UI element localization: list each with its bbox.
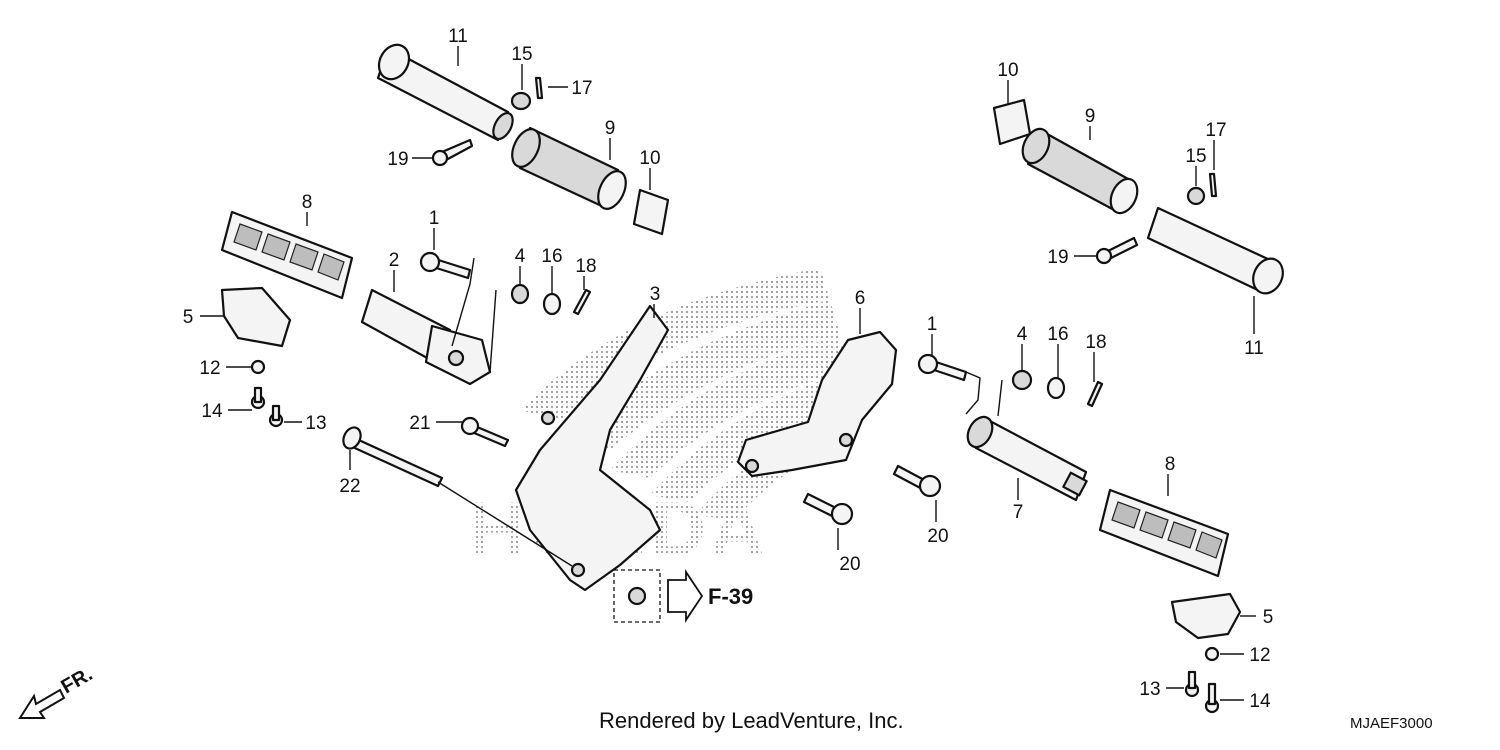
callout-4-right: 4 — [1017, 324, 1028, 345]
leader-lines — [200, 46, 1256, 701]
bolt-13-left — [268, 404, 284, 428]
bolt-14-right — [1204, 682, 1220, 714]
callout-8-left: 8 — [302, 192, 313, 213]
plate-10-right — [992, 98, 1032, 146]
callout-5-right: 5 — [1263, 607, 1274, 628]
callout-16-left: 16 — [541, 246, 562, 267]
footpeg-rubber-9-left — [511, 126, 627, 210]
step-2-left — [360, 288, 492, 386]
bolt-20-upper — [892, 464, 942, 498]
bolt-14-left — [250, 386, 266, 410]
callout-1-right: 1 — [927, 314, 938, 335]
nut-12-right — [1204, 646, 1220, 662]
callout-19-right: 19 — [1047, 247, 1068, 268]
callout-18-left: 18 — [575, 256, 596, 277]
callout-12-left: 12 — [199, 358, 220, 379]
callout-10-right: 10 — [997, 60, 1018, 81]
reference-label: F-39 — [708, 584, 753, 609]
bolt-21 — [460, 416, 510, 448]
callout-21: 21 — [409, 413, 430, 434]
bracket-5-left — [220, 286, 292, 348]
callout-11-right: 11 — [1244, 338, 1264, 359]
collar-4-left — [510, 283, 530, 305]
callout-5-left: 5 — [183, 307, 194, 328]
pin-11-left — [376, 43, 514, 142]
pin-19-right — [1095, 236, 1139, 265]
callout-15-left: 15 — [511, 44, 532, 65]
callout-9-left: 9 — [605, 118, 616, 139]
callout-14-left: 14 — [201, 401, 223, 422]
callout-11-left: 11 — [448, 26, 468, 47]
bolt-20-lower — [802, 492, 854, 526]
bracket-6 — [736, 330, 898, 478]
callout-20-lower: 20 — [839, 554, 860, 575]
callout-14-right: 14 — [1249, 691, 1271, 712]
footpeg-8-right — [1098, 488, 1230, 578]
washer-15-right — [1186, 186, 1206, 206]
washer-16-right — [1046, 376, 1066, 400]
footer: Rendered by LeadVenture, Inc. MJAEF3000 — [0, 708, 1500, 740]
plate-10-left — [632, 188, 670, 236]
honda-wing-watermark: HONDA — [470, 268, 850, 572]
reference-nut-box — [613, 569, 661, 623]
callout-1-left: 1 — [429, 208, 440, 229]
washer-15-left — [510, 91, 532, 111]
rendered-by-text: Rendered by LeadVenture, Inc. — [599, 708, 904, 733]
callout-12-right: 12 — [1249, 645, 1270, 666]
pin-11-right — [1146, 206, 1284, 295]
nut-12-left — [250, 359, 266, 375]
callout-7: 7 — [1013, 502, 1024, 523]
callout-9-right: 9 — [1085, 106, 1096, 127]
pin-19-left — [431, 138, 474, 167]
bracket-6-hole-right — [838, 432, 854, 448]
bracket-5-right — [1170, 592, 1242, 640]
callout-10-left: 10 — [639, 148, 660, 169]
front-arrow-label: FR. — [58, 663, 97, 698]
bolt-13-right — [1184, 670, 1200, 698]
pin-18-right — [1086, 380, 1104, 408]
washer-16-left — [542, 292, 562, 316]
bolt-22 — [342, 426, 444, 488]
callout-16-right: 16 — [1047, 324, 1068, 345]
callout-22: 22 — [339, 476, 360, 497]
bolt-1-right — [917, 353, 968, 382]
callout-8-right: 8 — [1165, 454, 1176, 475]
callout-2: 2 — [389, 250, 400, 271]
collar-4-right — [1011, 369, 1033, 391]
callout-13-right: 13 — [1139, 679, 1160, 700]
bracket-3-hole-upper — [540, 410, 556, 426]
diagram-code: MJAEF3000 — [1350, 715, 1433, 732]
callout-6: 6 — [855, 288, 866, 309]
callout-18-right: 18 — [1085, 332, 1106, 353]
footpeg-rubber-9-right — [1021, 127, 1139, 215]
callout-15-right: 15 — [1185, 146, 1206, 167]
bracket-6-hole-left — [744, 458, 760, 474]
callout-20-upper: 20 — [927, 526, 948, 547]
callout-17-left: 17 — [571, 78, 592, 99]
callout-4-left: 4 — [515, 246, 526, 267]
cotter-pin-17-left — [534, 76, 544, 100]
pin-18-left — [572, 288, 592, 316]
step-7-right — [966, 415, 1088, 502]
callout-3: 3 — [650, 284, 661, 305]
bracket-3 — [514, 304, 670, 592]
bracket-3-hole-lower — [570, 562, 586, 578]
cotter-pin-17-right — [1208, 172, 1218, 198]
footpeg-8-left — [220, 210, 354, 300]
callout-17-right: 17 — [1205, 120, 1226, 141]
reference-arrow-icon — [667, 569, 704, 623]
callout-13-left: 13 — [305, 413, 326, 434]
callout-19-left: 19 — [387, 149, 408, 170]
reference-nut — [627, 586, 647, 606]
bolt-1-left — [419, 251, 472, 280]
